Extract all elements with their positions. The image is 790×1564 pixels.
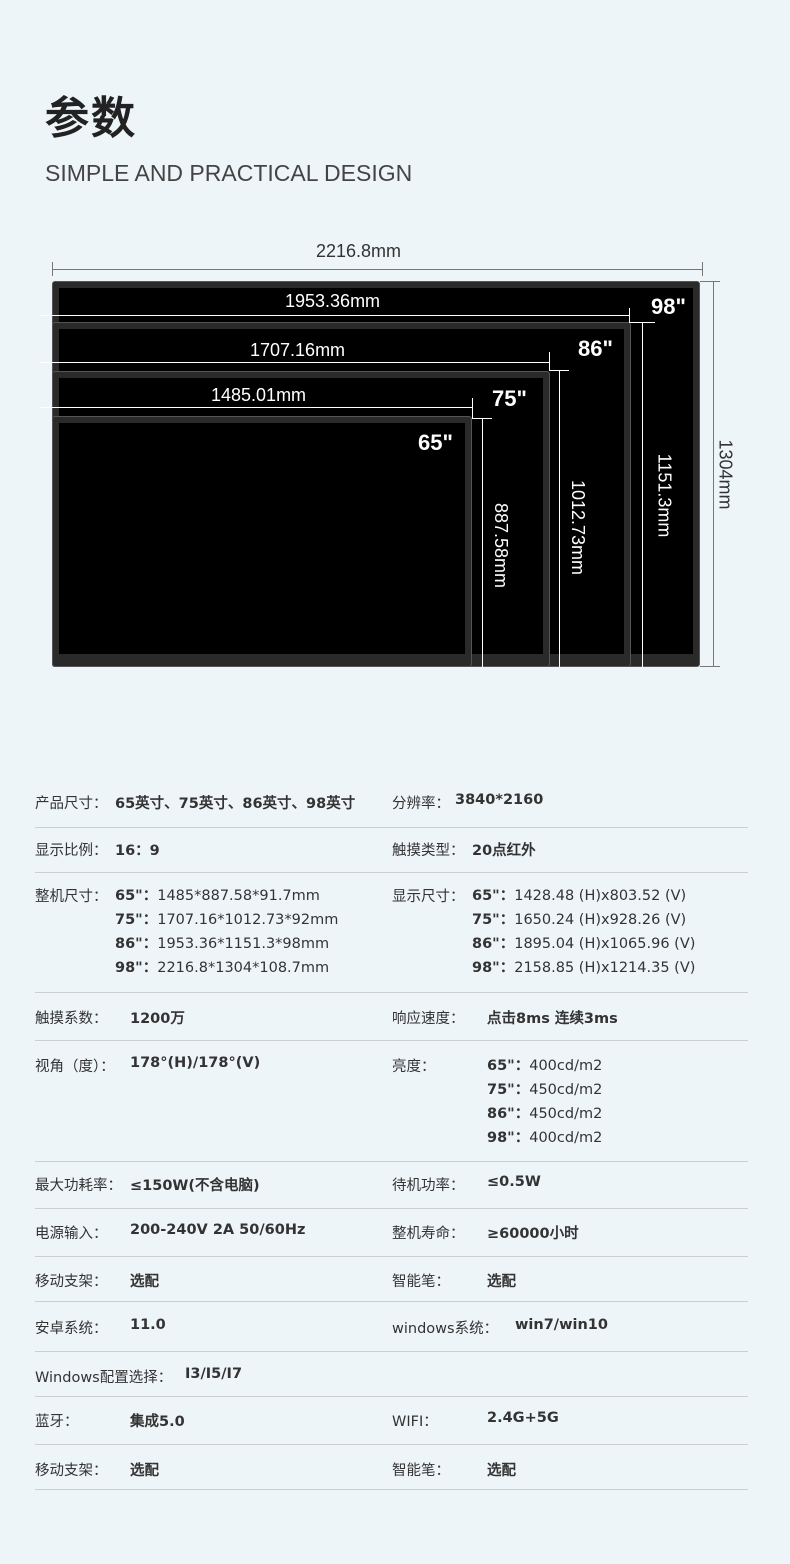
spec-label: 亮度： <box>392 1059 436 1075</box>
spec-value: 1200万 <box>130 1011 185 1027</box>
dim-tick <box>52 262 53 276</box>
spec-row: 安卓系统： 11.0 windows系统： win7/win10 <box>35 1317 748 1352</box>
spec-label: windows系统： <box>392 1321 499 1337</box>
spec-label: 移动支架： <box>35 1274 108 1290</box>
spec-row: 视角（度）： 178°(H)/178°(V) 亮度： 65"：400cd/m2 … <box>35 1055 748 1162</box>
spec-row: Windows配置选择： I3/I5/I7 <box>35 1366 748 1397</box>
spec-row: 移动支架： 选配 智能笔： 选配 <box>35 1459 748 1490</box>
spec-row: 最大功耗率： ≤150W(不含电脑) 待机功率： ≤0.5W <box>35 1174 748 1209</box>
spec-value: 选配 <box>487 1274 516 1290</box>
size-label-75: 75" <box>492 386 527 411</box>
size-label-86: 86" <box>578 336 613 361</box>
spec-value: ≥60000小时 <box>487 1226 579 1242</box>
spec-label: 显示比例： <box>35 843 108 859</box>
size-label-65: 65" <box>418 430 453 455</box>
spec-label: 产品尺寸： <box>35 796 108 812</box>
spec-label: 触摸类型： <box>392 843 465 859</box>
page-title: 参数 <box>45 93 137 144</box>
dim-tick <box>702 262 703 276</box>
spec-row: 移动支架： 选配 智能笔： 选配 <box>35 1270 748 1302</box>
spec-row: 蓝牙： 集成5.0 WIFI： 2.4G+5G <box>35 1410 748 1445</box>
height-65-label: 887.58mm <box>491 502 512 589</box>
size-label-98: 98" <box>651 294 686 319</box>
spec-label: 蓝牙： <box>35 1414 79 1430</box>
dim-tick <box>700 666 720 667</box>
height-86-label: 1151.3mm <box>654 453 675 538</box>
spec-value: 集成5.0 <box>130 1414 185 1430</box>
spec-label: 显示尺寸： <box>392 889 465 905</box>
spec-value: 选配 <box>130 1463 159 1479</box>
width-65-label: 1485.01mm <box>211 385 307 405</box>
spec-row: 电源输入： 200-240V 2A 50/60Hz 整机寿命： ≥60000小时 <box>35 1222 748 1257</box>
width-86-label: 1953.36mm <box>285 291 381 311</box>
spec-value: 65英寸、75英寸、86英寸、98英寸 <box>115 796 356 812</box>
spec-row: 显示比例： 16：9 触摸类型： 20点红外 <box>35 839 748 873</box>
total-height-label: 1304mm <box>715 439 736 510</box>
spec-value: 3840*2160 <box>455 792 544 808</box>
height-75-label: 1012.73mm <box>568 479 589 576</box>
total-width-label: 2216.8mm <box>316 241 402 261</box>
total-width-line <box>52 269 702 270</box>
spec-label: 电源输入： <box>35 1226 108 1242</box>
page-subtitle: SIMPLE AND PRACTICAL DESIGN <box>45 160 413 186</box>
spec-label: 整机尺寸： <box>35 889 108 905</box>
spec-value: ≤150W(不含电脑) <box>130 1178 260 1194</box>
spec-label: 响应速度： <box>392 1011 465 1027</box>
spec-label: WIFI： <box>392 1414 438 1430</box>
spec-label: 触摸系数： <box>35 1011 108 1027</box>
spec-row: 整机尺寸： 65"：1485*887.58*91.7mm 75"：1707.16… <box>35 885 748 993</box>
spec-label: 整机寿命： <box>392 1226 465 1242</box>
total-height-line <box>713 281 714 667</box>
spec-value: 200-240V 2A 50/60Hz <box>130 1222 306 1238</box>
spec-value: 点击8ms 连续3ms <box>487 1011 618 1027</box>
spec-row: 触摸系数： 1200万 响应速度： 点击8ms 连续3ms <box>35 1007 748 1041</box>
spec-label: 分辨率： <box>392 796 450 812</box>
spec-value: 16：9 <box>115 843 160 859</box>
spec-value: 178°(H)/178°(V) <box>130 1055 261 1071</box>
spec-label: 最大功耗率： <box>35 1178 122 1194</box>
spec-value: ≤0.5W <box>487 1174 541 1190</box>
spec-label: 移动支架： <box>35 1463 108 1479</box>
spec-label: Windows配置选择： <box>35 1370 173 1386</box>
dim-tick <box>700 281 720 282</box>
screen-65 <box>52 416 472 667</box>
spec-label: 安卓系统： <box>35 1321 108 1337</box>
spec-value: 2.4G+5G <box>487 1410 559 1426</box>
spec-label: 视角（度）： <box>35 1059 115 1075</box>
spec-value: 选配 <box>130 1274 159 1290</box>
spec-value: I3/I5/I7 <box>185 1366 243 1382</box>
spec-value: 20点红外 <box>472 843 536 859</box>
spec-label: 智能笔： <box>392 1274 450 1290</box>
spec-value: 选配 <box>487 1463 516 1479</box>
width-75-label: 1707.16mm <box>250 340 346 360</box>
spec-label: 待机功率： <box>392 1178 465 1194</box>
spec-value: 11.0 <box>130 1317 166 1333</box>
spec-value: win7/win10 <box>515 1317 608 1333</box>
spec-row: 产品尺寸： 65英寸、75英寸、86英寸、98英寸 分辨率： 3840*2160 <box>35 792 748 828</box>
spec-label: 智能笔： <box>392 1463 450 1479</box>
